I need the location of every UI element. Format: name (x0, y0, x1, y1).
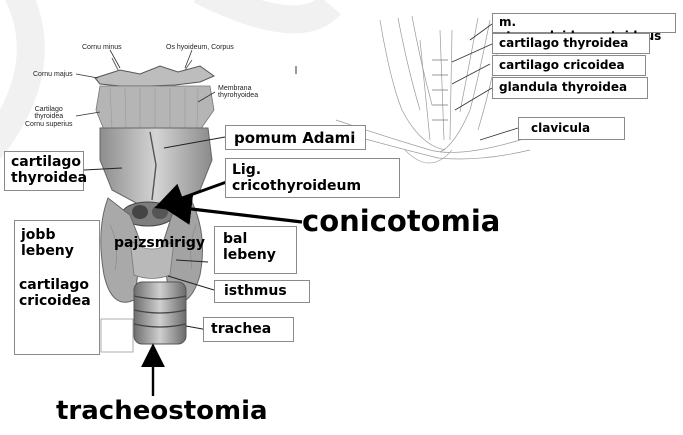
thyroid-cartilage (96, 86, 214, 205)
label-lig-cricothyroideum: Lig. cricothyroideum (226, 159, 399, 194)
trachea-illustration (134, 282, 186, 344)
label-cartilago-cricoidea-left: cartilago cricoidea (15, 259, 99, 309)
label-os-hyoideum: Os hyoideum, Corpus (166, 44, 234, 51)
box-isthmus: isthmus (214, 280, 310, 303)
box-cartilago-thyroidea: cartilago thyroidea (4, 151, 84, 191)
label-cornu-majus: Cornu majus (33, 71, 73, 78)
label-conicotomia: conicotomia (302, 204, 500, 238)
label-isthmus: isthmus (215, 281, 309, 299)
box-lig-cricothyroideum: Lig. cricothyroideum (225, 158, 400, 198)
label-cartilago-thyroidea: cartilago thyroidea (5, 152, 83, 186)
label-cartilago-thyroidea-small: Cartilago thyroidea Cornu superius (25, 106, 72, 128)
label-cornu-minus: Cornu minus (82, 44, 122, 51)
box-bal-lebeny: bal lebeny (214, 226, 297, 274)
hyoid-bone (95, 58, 214, 86)
label-pajzsmirigy: pajzsmirigy (114, 235, 205, 251)
box-glandula-thyroidea: glandula thyroidea (492, 77, 648, 99)
box-clavicula: clavicula (518, 117, 625, 140)
label-tracheostomia: tracheostomia (56, 396, 268, 426)
box-trachea: trachea (203, 317, 294, 342)
label-cartilago-thyroidea-right: cartilago thyroidea (493, 34, 649, 51)
label-pomum-adami: pomum Adami (226, 126, 365, 147)
label-glandula-thyroidea: glandula thyroidea (493, 78, 647, 95)
label-jobb-lebeny: jobb lebeny (15, 221, 99, 259)
cricoid-marker-box (101, 319, 133, 352)
label-clavicula: clavicula (519, 118, 624, 136)
box-sternocleidomastoideus: m. sternocleidomastoideus (492, 13, 676, 33)
box-cartilago-thyroidea-right: cartilago thyroidea (492, 33, 650, 54)
box-pomum-adami: pomum Adami (225, 125, 366, 150)
box-cartilago-cricoidea-right: cartilago cricoidea (492, 55, 646, 76)
label-trachea: trachea (204, 318, 293, 337)
box-jobb-lebeny: jobb lebeny cartilago cricoidea (14, 220, 100, 355)
label-membrana-thyrohyoidea: Membrana thyrohyoidea (218, 85, 258, 100)
label-bal-lebeny: bal lebeny (215, 227, 296, 263)
label-cartilago-cricoidea-right: cartilago cricoidea (493, 56, 645, 73)
